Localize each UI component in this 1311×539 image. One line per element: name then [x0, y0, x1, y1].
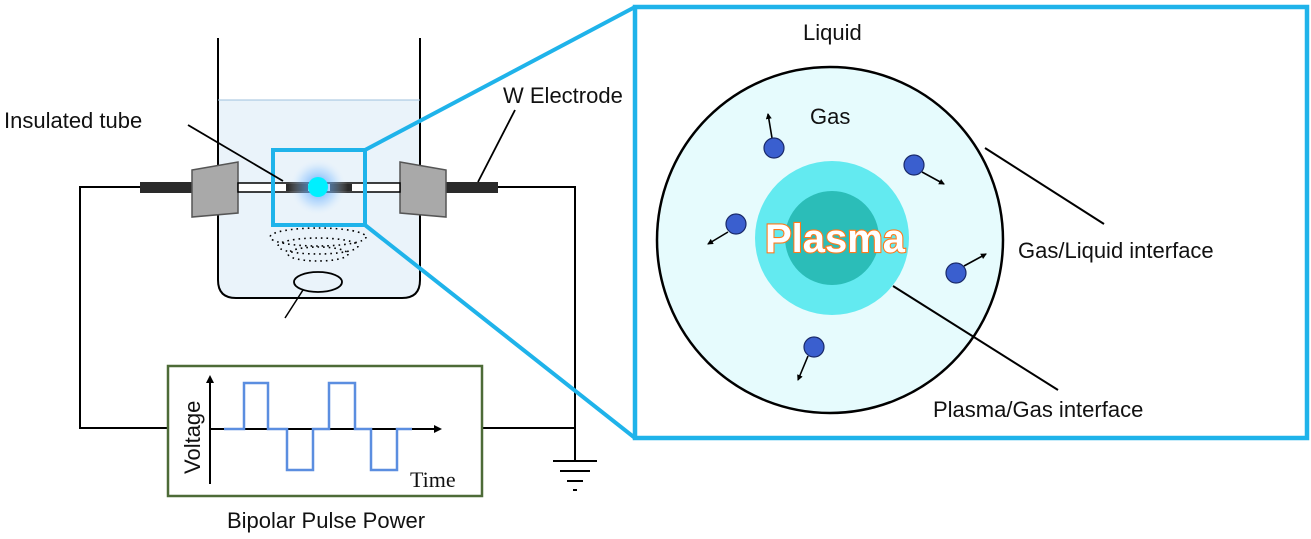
gas-molecule-icon — [945, 262, 967, 284]
gas-label: Gas — [810, 104, 850, 129]
motion-arrow-icon — [921, 171, 945, 185]
gas-molecule-1 — [763, 113, 785, 159]
ground-symbol-icon — [553, 460, 597, 491]
gas-molecule-3 — [707, 213, 747, 245]
w-electrode-right — [446, 182, 498, 193]
gas-liquid-interface-leader — [984, 147, 1105, 225]
gas-molecule-icon — [763, 137, 785, 159]
w-electrode-leader — [477, 109, 516, 183]
bipolar-pulse-power-supply: Voltage Time — [166, 364, 484, 498]
circuit-wires — [79, 186, 576, 460]
motion-arrow-icon — [963, 253, 987, 267]
electrode-holder-left — [191, 161, 239, 218]
insulated-tube-leader — [187, 124, 284, 182]
power-supply-label: Bipolar Pulse Power — [227, 508, 425, 533]
plasma-spot — [308, 177, 328, 197]
stir-bar — [293, 271, 343, 293]
gas-molecule-5 — [797, 336, 825, 381]
zoom-line-top — [364, 5, 636, 152]
gas-molecule-icon — [725, 213, 747, 235]
gas-molecules — [707, 113, 987, 381]
plasma-label: Plasma — [765, 217, 906, 261]
electrode-assembly — [140, 157, 498, 218]
gas-molecule-icon — [903, 154, 925, 176]
liquid-label: Liquid — [803, 20, 862, 45]
w-electrode-label: W Electrode — [503, 83, 623, 108]
zoom-line-bottom — [363, 223, 637, 440]
gas-molecule-icon — [803, 336, 825, 358]
gas-molecule-4 — [945, 253, 987, 284]
bubble-cloud — [269, 227, 367, 262]
electrode-holder-right — [399, 161, 447, 218]
plasma-gas-interface-leader — [892, 285, 1059, 391]
voltage-axis-label: Voltage — [180, 401, 205, 474]
motion-arrow-icon — [797, 355, 809, 381]
gas-molecule-2 — [903, 154, 945, 185]
motion-arrow-icon — [707, 231, 729, 245]
insulated-tube-label: Insulated tube — [4, 108, 142, 133]
stir-bar-leader — [284, 289, 304, 319]
gas-liquid-interface-label: Gas/Liquid interface — [1018, 238, 1214, 263]
vessel-bottom — [217, 279, 421, 299]
power-supply-box — [166, 364, 484, 498]
zoom-region-box — [271, 148, 367, 227]
plasma-gas-interface-label: Plasma/Gas interface — [933, 397, 1143, 422]
bipolar-pulse-waveform — [224, 381, 412, 472]
time-axis-label: Time — [410, 467, 456, 492]
motion-arrow-icon — [765, 113, 773, 139]
w-electrode-left — [140, 182, 192, 193]
plasma-core — [785, 191, 879, 285]
